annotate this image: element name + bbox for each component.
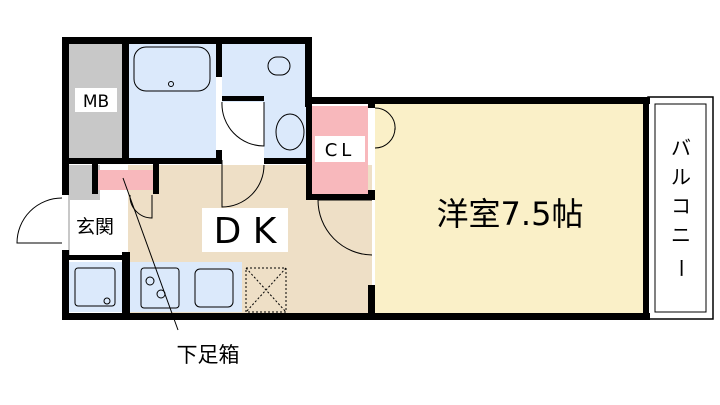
bathtub-icon — [133, 46, 211, 92]
stove-icon — [140, 267, 180, 309]
shoe-cabinet-leader — [122, 177, 179, 331]
washbasin-icon — [275, 113, 305, 151]
toilet-area — [222, 43, 306, 69]
toilet-icon — [267, 56, 291, 76]
sink-icon — [194, 268, 234, 308]
toilet-door-area — [222, 102, 264, 158]
kitchen-area — [130, 262, 242, 312]
genkan-label: 玄関 — [76, 216, 114, 238]
svg-text:ル: ル — [671, 165, 691, 189]
shoe-cabinet — [98, 170, 153, 190]
dk-label: D K — [214, 211, 278, 252]
svg-text:コ: コ — [671, 194, 691, 218]
balcony-label: バ ル コ ニ ー — [664, 128, 698, 288]
genkan-floor — [70, 200, 122, 256]
laundry-area — [68, 262, 122, 312]
washing-machine-icon — [74, 267, 116, 307]
shoe-cabinet-label: 下足箱 — [177, 343, 240, 367]
svg-text:ニ: ニ — [671, 223, 691, 247]
svg-text:ー: ー — [669, 258, 693, 278]
western-room-label: 洋室7.5帖 — [437, 195, 584, 233]
walls — [62, 37, 650, 320]
mb-label: MB — [83, 92, 109, 112]
svg-text:バ: バ — [671, 136, 691, 160]
bath-area — [128, 43, 216, 158]
cl-label: CL — [325, 140, 356, 161]
fridge-space-icon — [245, 267, 287, 313]
western-room-floor — [375, 103, 647, 315]
